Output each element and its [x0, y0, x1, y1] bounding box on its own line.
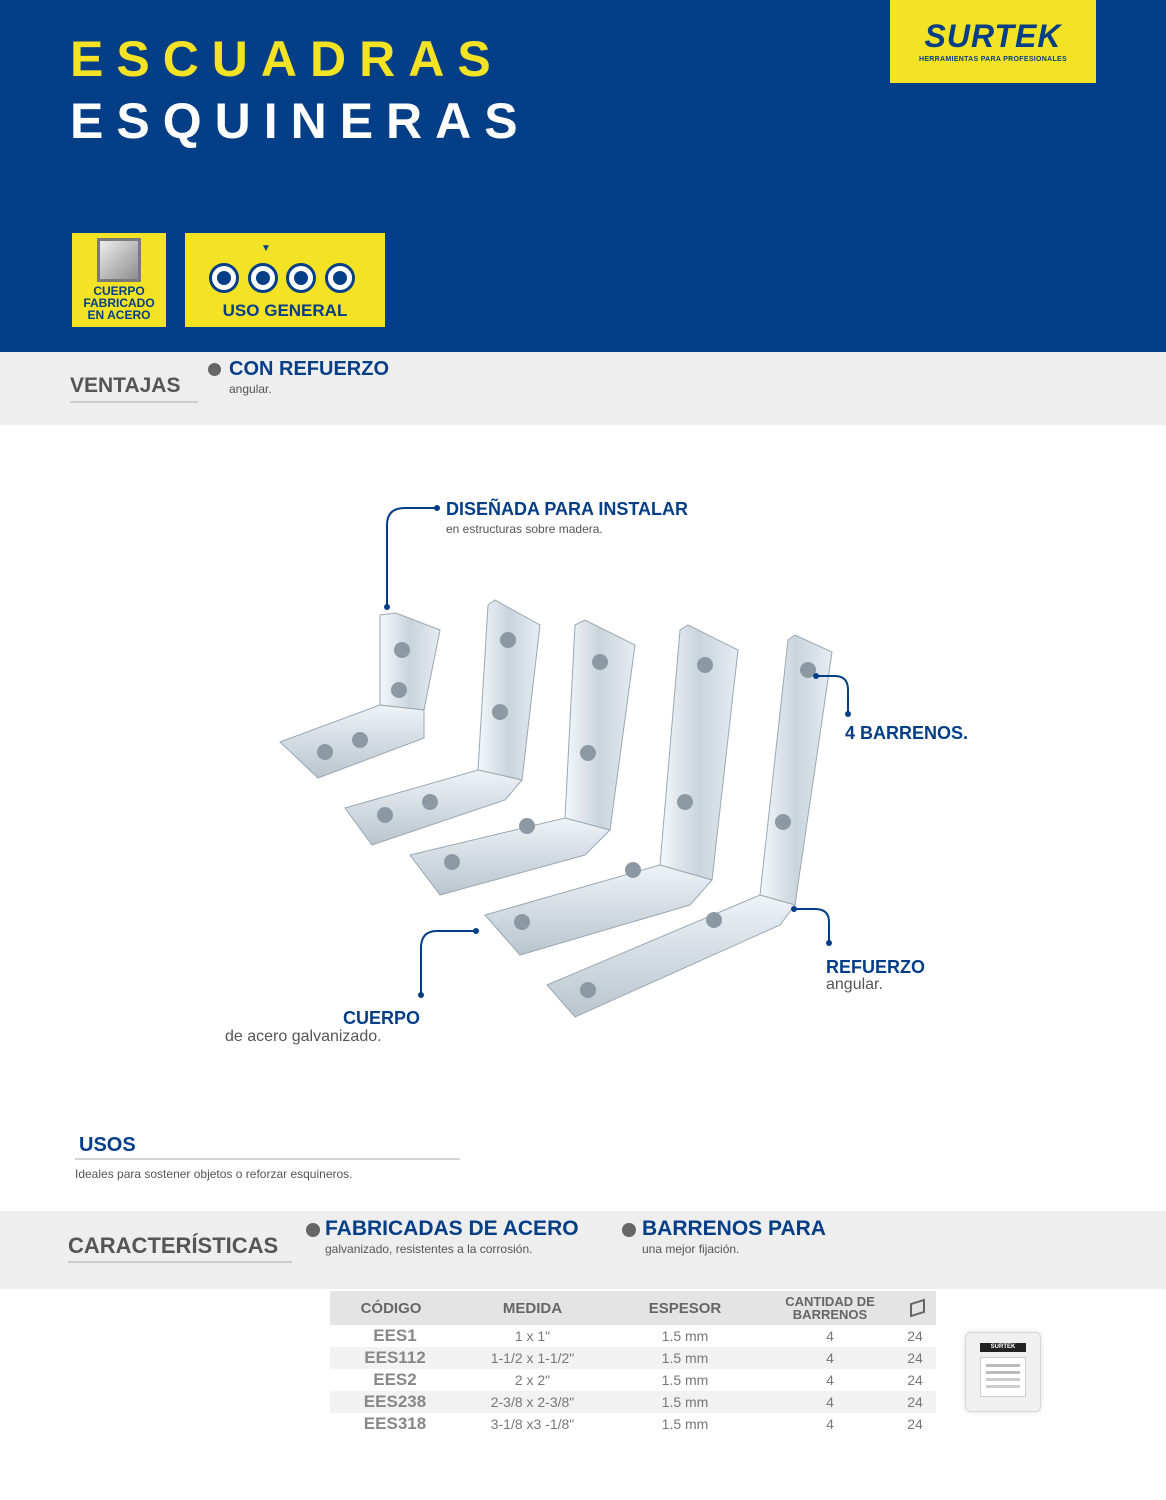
caracteristica-subtext: galvanizado, resistentes a la corrosión. [325, 1242, 533, 1256]
ventajas-band: VENTAJAS CON REFUERZO angular. [0, 352, 1166, 425]
ventajas-underline [70, 401, 198, 403]
package-brand-label: SURTEK [980, 1343, 1026, 1352]
table-row: EES2 2 x 2" 1.5 mm 4 24 [330, 1369, 936, 1391]
usage-level-4-icon [325, 263, 355, 293]
product-package-image: SURTEK [965, 1332, 1041, 1412]
bracket-2x2 [409, 619, 636, 896]
usage-badge: ▼ USO GENERAL [183, 231, 387, 329]
cell-thickness: 1.5 mm [661, 1350, 709, 1366]
cell-box-qty: 24 [907, 1350, 923, 1366]
cell-box-qty: 24 [907, 1328, 923, 1344]
cell-box-qty: 24 [907, 1394, 923, 1410]
caracteristica-subtext: una mejor fijación. [642, 1242, 740, 1256]
callout-body-subtext: de acero galvanizado. [225, 1028, 382, 1045]
bracket-2-3-8 [484, 624, 739, 956]
usage-level-3-icon [286, 263, 316, 293]
callout-body-title: CUERPO [343, 1008, 421, 1028]
callout-reinforcement-title: REFUERZO [826, 957, 925, 977]
caracteristica-heading: FABRICADAS DE ACERO [325, 1217, 579, 1240]
cell-holes: 4 [826, 1394, 834, 1410]
cell-thickness: 1.5 mm [661, 1328, 709, 1344]
callout-dots [384, 505, 851, 998]
cell-code: EES2 [373, 1370, 417, 1389]
logo-tagline: HERRAMIENTAS PARA PROFESIONALES [918, 56, 1067, 63]
cell-code: EES1 [373, 1326, 417, 1345]
column-header-code: CÓDIGO [360, 1299, 422, 1317]
logo-name: SURTEK [924, 18, 1062, 54]
table-row: EES112 1-1/2 x 1-1/2" 1.5 mm 4 24 [330, 1347, 936, 1369]
title-escuadras: ESCUADRAS [70, 31, 504, 87]
box-icon [902, 1291, 932, 1325]
surtek-logo[interactable]: SURTEK HERRAMIENTAS PARA PROFESIONALES [890, 0, 1096, 83]
callout-design-subtext: en estructuras sobre madera. [446, 522, 603, 536]
cell-holes: 4 [826, 1416, 834, 1432]
cell-holes: 4 [826, 1350, 834, 1366]
caracteristicas-band: CARACTERÍSTICAS FABRICADAS DE ACERO galv… [0, 1211, 1166, 1289]
cell-code: EES238 [363, 1392, 427, 1411]
cell-size: 3-1/8 x3 -1/8" [490, 1416, 575, 1432]
caracteristicas-label: CARACTERÍSTICAS [68, 1233, 279, 1258]
material-badge-text: CUERPO FABRICADO EN ACERO [83, 284, 155, 322]
cell-box-qty: 24 [907, 1416, 923, 1432]
bracket-1x1 [279, 612, 441, 779]
specs-table-header: CÓDIGO MEDIDA ESPESOR CANTIDAD DE BARREN… [330, 1291, 936, 1325]
cell-code: EES112 [364, 1348, 426, 1367]
package-sticker [980, 1357, 1026, 1397]
column-header-size: MEDIDA [502, 1299, 563, 1317]
callout-holes-title: 4 BARRENOS. [845, 723, 969, 743]
bullet-icon [622, 1223, 636, 1237]
usage-badge-text: USO GENERAL [222, 301, 348, 320]
cell-size: 1 x 1" [514, 1328, 551, 1344]
steel-plate-icon [97, 238, 141, 282]
ventajas-heading: CON REFUERZO [229, 358, 389, 380]
pointer-triangle-icon: ▼ [261, 243, 271, 254]
cell-size: 2-3/8 x 2-3/8" [490, 1394, 575, 1410]
cell-code: EES318 [363, 1414, 427, 1433]
usos-title: USOS [79, 1134, 136, 1156]
material-badge: CUERPO FABRICADO EN ACERO [70, 231, 168, 329]
cell-thickness: 1.5 mm [661, 1372, 709, 1388]
usage-level-1-icon [209, 263, 239, 293]
cell-thickness: 1.5 mm [661, 1416, 709, 1432]
ventajas-label: VENTAJAS [70, 374, 181, 397]
usage-level-2-icon [248, 263, 278, 293]
header-banner: ESCUADRAS ESQUINERAS SURTEK HERRAMIENTAS… [0, 0, 1166, 352]
table-row: EES318 3-1/8 x3 -1/8" 1.5 mm 4 24 [330, 1413, 936, 1435]
usos-text: Ideales para sostener objetos o reforzar… [75, 1167, 353, 1181]
cell-holes: 4 [826, 1372, 834, 1388]
table-row: EES1 1 x 1" 1.5 mm 4 24 [330, 1325, 936, 1347]
callout-design-title: DISEÑADA PARA INSTALAR [446, 499, 688, 519]
callout-lines [386, 507, 849, 995]
bracket-3-1-8 [546, 634, 833, 1018]
usos-divider [75, 1158, 460, 1160]
cell-holes: 4 [826, 1328, 834, 1344]
column-header-holes: CANTIDAD DE BARRENOS [785, 1294, 875, 1322]
bullet-icon [306, 1223, 320, 1237]
bracket-1-1-2 [344, 599, 541, 846]
caracteristica-heading: BARRENOS PARA [642, 1217, 826, 1240]
ventajas-subtext: angular. [229, 382, 272, 396]
cell-size: 2 x 2" [514, 1372, 551, 1388]
table-row: EES238 2-3/8 x 2-3/8" 1.5 mm 4 24 [330, 1391, 936, 1413]
title-esquineras: ESQUINERAS [70, 93, 531, 149]
cell-box-qty: 24 [907, 1372, 923, 1388]
cell-thickness: 1.5 mm [661, 1394, 709, 1410]
column-header-thickness: ESPESOR [648, 1299, 722, 1317]
bullet-icon [208, 363, 221, 376]
callout-reinforcement-subtext: angular. [826, 976, 883, 993]
cell-size: 1-1/2 x 1-1/2" [490, 1350, 575, 1366]
caracteristicas-underline [68, 1261, 292, 1263]
